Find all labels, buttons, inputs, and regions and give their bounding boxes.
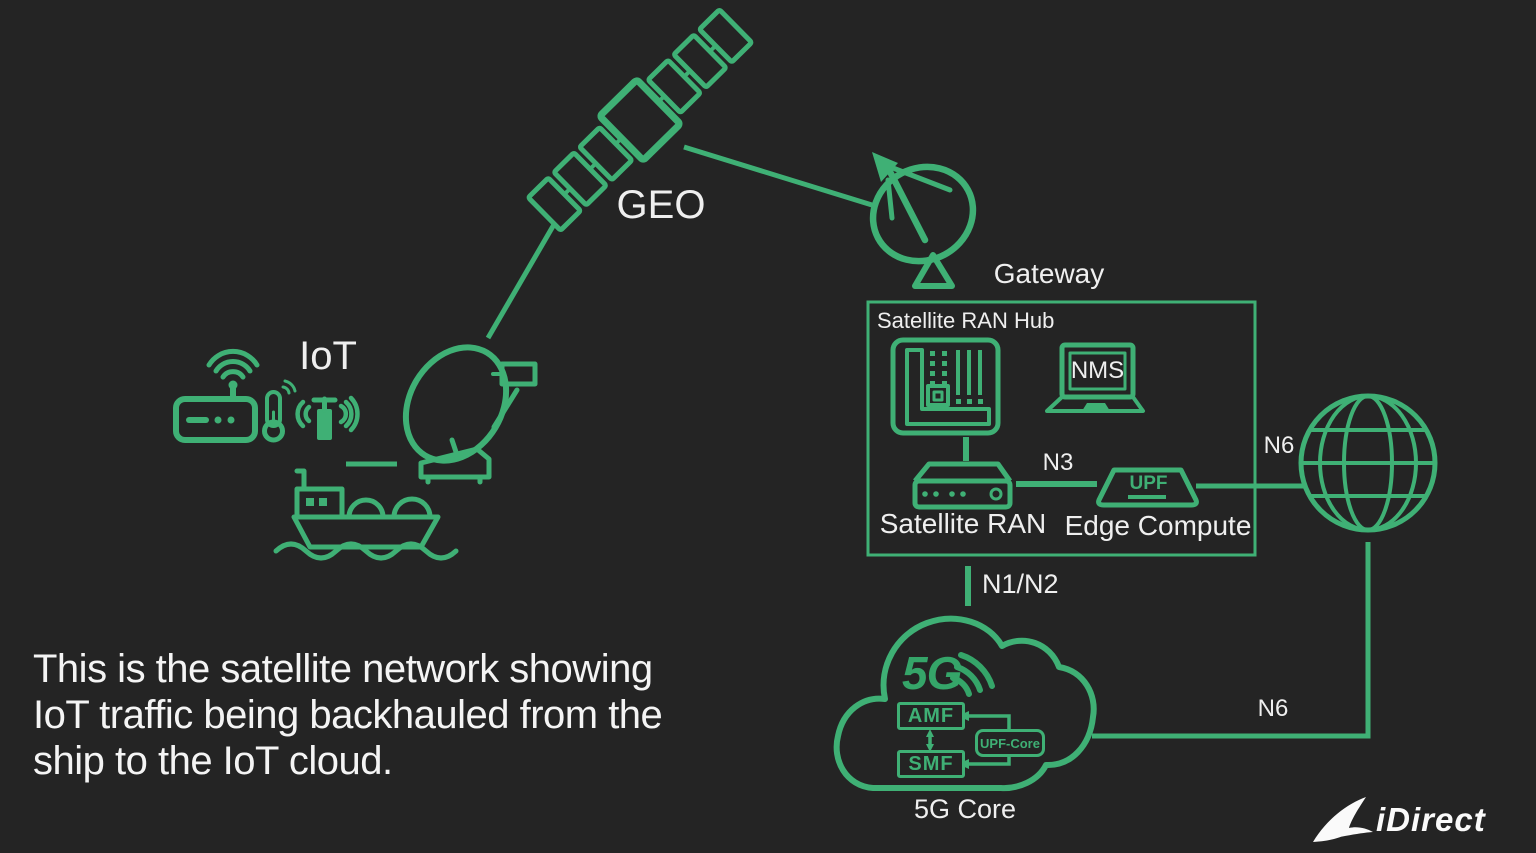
n6-core-label: N6	[1257, 695, 1289, 722]
n6-core-line	[1092, 542, 1371, 739]
caption-line-1: This is the satellite network showing	[33, 647, 653, 691]
geo-label: GEO	[616, 183, 706, 227]
gateway-dish-icon	[869, 152, 977, 289]
upf-label: UPF	[1129, 472, 1168, 494]
link-lines	[346, 144, 1371, 739]
iot-router-icon	[173, 348, 260, 443]
edge-compute-label: Edge Compute	[1064, 510, 1252, 541]
n6-internet-label: N6	[1263, 432, 1295, 459]
iot-label: IoT	[299, 334, 357, 378]
5g-logo-text: 5G	[902, 647, 962, 699]
idirect-logo-text: iDirect	[1376, 801, 1486, 838]
ship-icon	[273, 468, 459, 561]
n1n2-label: N1/N2	[982, 569, 1059, 599]
uplink-ship-to-geo-line	[485, 219, 559, 340]
smf-node: SMF	[897, 750, 965, 778]
nms-label: NMS	[1070, 357, 1125, 384]
geo-satellite-icon	[526, 8, 754, 232]
5g-core-label: 5G Core	[913, 794, 1017, 824]
satellite-ran-modem-icon	[912, 461, 1013, 510]
caption-text: This is the satellite network showing Io…	[33, 646, 663, 784]
iot-thermometer-icon	[262, 379, 297, 443]
nms-laptop-icon	[1045, 342, 1145, 413]
edge-compute-upf-icon	[1096, 467, 1199, 508]
amf-node: AMF	[897, 702, 965, 730]
satellite-ran-label: Satellite RAN	[879, 508, 1047, 539]
gateway-label: Gateway	[993, 258, 1105, 289]
iot-antenna-icon	[295, 395, 360, 440]
downlink-geo-to-gateway-line	[683, 144, 873, 208]
5g-core-cloud-icon	[833, 615, 1097, 792]
5g-signal-arcs	[950, 652, 995, 697]
idirect-logo-icon	[1313, 797, 1373, 842]
satellite-ran-hub-box	[866, 300, 1257, 557]
n3-label: N3	[1042, 449, 1074, 476]
upf-core-node: UPF-Core	[975, 729, 1045, 757]
caption-line-3: ship to the IoT cloud.	[33, 739, 393, 783]
internet-globe-icon	[1298, 393, 1438, 533]
satellite-ran-hub-title: Satellite RAN Hub	[877, 308, 1055, 333]
ship-vsat-dish-icon	[402, 344, 538, 485]
caption-line-2: IoT traffic being backhauled from the	[33, 693, 663, 737]
hub-rack-icon	[890, 337, 1001, 436]
